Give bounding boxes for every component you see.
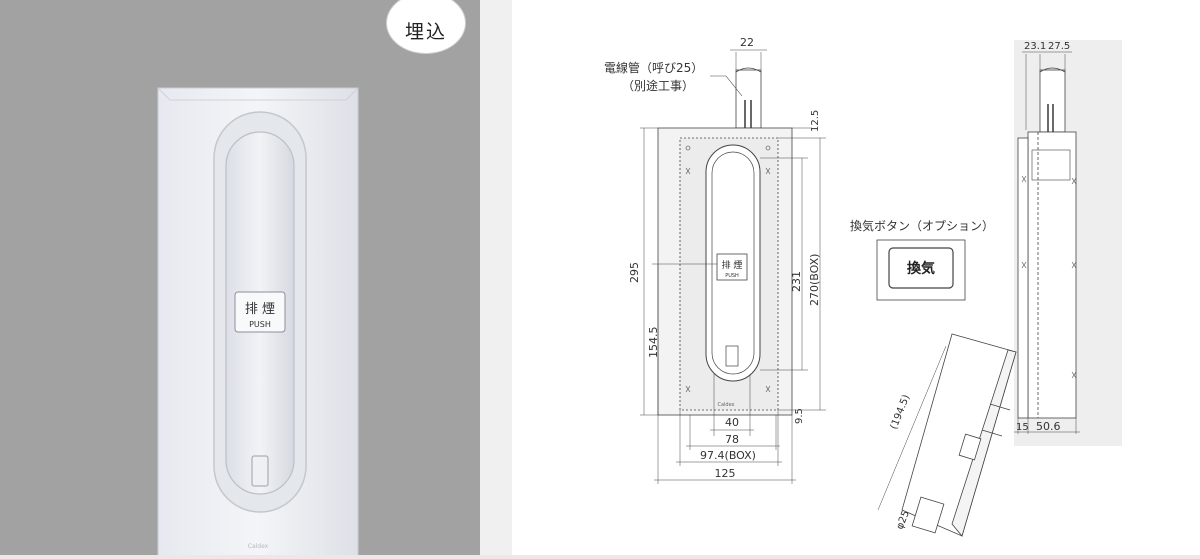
photo-button-sub: PUSH — [249, 320, 271, 329]
conduit-note: （別途工事） — [622, 78, 694, 93]
dim-mid: 154.5 — [647, 327, 660, 359]
front-button-label: 排 煙 — [722, 259, 743, 271]
flush-mount-badge: 埋込 — [386, 0, 466, 54]
photo-brand: Caldex — [248, 543, 269, 550]
option-button-detail: 換気ボタン（オプション） 換気 — [850, 218, 994, 301]
dim-height: 295 — [628, 262, 641, 283]
badge-label: 埋込 — [404, 20, 447, 43]
dim-total-width: 125 — [715, 467, 736, 480]
latch-tab[interactable] — [251, 455, 269, 487]
front-brand: Caldex — [717, 402, 734, 408]
dim-bottom-b: 50.6 — [1036, 420, 1061, 433]
smoke-vent-push-button[interactable] — [234, 291, 286, 333]
front-view: 22 電線管（呼び25） （別途工事） 排 煙 — [604, 36, 826, 484]
option-title: 換気ボタン（オプション） — [850, 218, 994, 233]
option-button-label: 換気 — [907, 260, 935, 277]
photo-button-label: 排 煙 — [245, 302, 275, 317]
dim-swing: (194.5) — [889, 393, 913, 431]
dim-top-a: 23.1 — [1024, 41, 1046, 52]
product-photo: 排 煙 PUSH Caldex — [157, 87, 359, 559]
dim-bottom-a: 15 — [1016, 422, 1029, 433]
front-button-sub: PUSH — [725, 273, 739, 279]
panel-divider — [480, 0, 512, 555]
dim-diameter: φ25 — [895, 509, 912, 531]
dim-top-offset: 12.5 — [810, 110, 821, 132]
conduit-label: 電線管（呼び25） — [604, 60, 703, 75]
dim-box-width: 97.4(BOX) — [700, 449, 756, 462]
front-push-button — [716, 253, 748, 281]
technical-drawing: 22 電線管（呼び25） （別途工事） 排 煙 — [604, 36, 1122, 537]
ventilation-button-icon — [888, 247, 954, 289]
product-photo-panel: 排 煙 PUSH Caldex 埋込 — [0, 0, 480, 559]
dim-bottom-offset: 9.5 — [794, 408, 805, 424]
technical-drawing-panel: 22 電線管（呼び25） （別途工事） 排 煙 — [512, 0, 1200, 555]
dim-box-height: 270(BOX) — [808, 254, 821, 306]
dim-inner-width: 78 — [725, 433, 739, 446]
side-view: 23.1 27.5 15 50.6 — [877, 40, 1122, 537]
dim-conduit-width: 22 — [740, 36, 754, 49]
dim-slot-height: 231 — [790, 271, 803, 292]
dim-top-b: 27.5 — [1048, 41, 1070, 52]
dim-slot-width: 40 — [725, 416, 739, 429]
